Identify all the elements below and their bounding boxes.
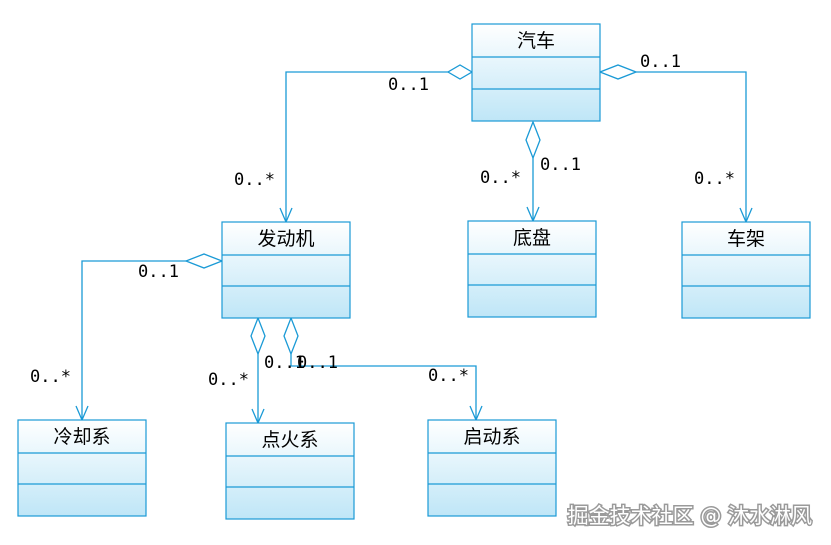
aggregation-diamond-car-engine — [446, 64, 474, 80]
class-box-cooling — [17, 419, 147, 517]
class-name-engine: 发动机 — [257, 228, 314, 250]
multiplicity-car-engine-part: 0..* — [234, 170, 275, 190]
assoc-line-engine-starter — [290, 354, 477, 420]
aggregation-diamond-engine-ignition — [250, 316, 266, 356]
class-name-chassis: 底盘 — [513, 227, 551, 249]
multiplicity-car-engine-whole: 0..1 — [388, 75, 429, 95]
aggregation-diamond-car-chassis — [525, 120, 541, 160]
class-name-ignition: 点火系 — [261, 429, 318, 451]
assoc-line-car-engine — [285, 71, 448, 222]
aggregation-diamond-engine-starter — [283, 316, 299, 356]
assoc-line-car-frame — [636, 71, 747, 222]
multiplicity-engine-ignition-part: 0..* — [208, 370, 249, 390]
class-box-frame — [681, 221, 811, 319]
multiplicity-engine-cooling-part: 0..* — [30, 367, 71, 387]
multiplicity-car-frame-part: 0..* — [694, 169, 735, 189]
class-name-car: 汽车 — [517, 30, 555, 52]
multiplicity-engine-ignition-whole: 0..1 — [264, 353, 305, 373]
class-box-car — [471, 23, 601, 122]
class-box-engine — [221, 221, 351, 319]
aggregation-diamond-engine-cooling — [184, 253, 224, 269]
class-box-chassis — [467, 220, 597, 318]
multiplicity-engine-starter-whole: 0..1 — [297, 353, 338, 373]
aggregation-diamond-car-frame — [598, 64, 638, 80]
multiplicity-car-frame-whole: 0..1 — [640, 52, 681, 72]
class-name-frame: 车架 — [727, 228, 765, 250]
multiplicity-engine-cooling-whole: 0..1 — [138, 262, 179, 282]
multiplicity-car-chassis-whole: 0..1 — [540, 155, 581, 175]
class-box-ignition — [225, 422, 355, 520]
watermark-text: 掘金技术社区 @ 沐水淋风 — [568, 504, 812, 528]
class-box-starter — [427, 419, 557, 517]
class-name-cooling: 冷却系 — [53, 426, 110, 448]
multiplicity-engine-starter-part: 0..* — [428, 366, 469, 386]
assoc-line-engine-cooling — [81, 260, 186, 420]
multiplicity-car-chassis-part: 0..* — [480, 168, 521, 188]
class-name-starter: 启动系 — [463, 426, 520, 448]
